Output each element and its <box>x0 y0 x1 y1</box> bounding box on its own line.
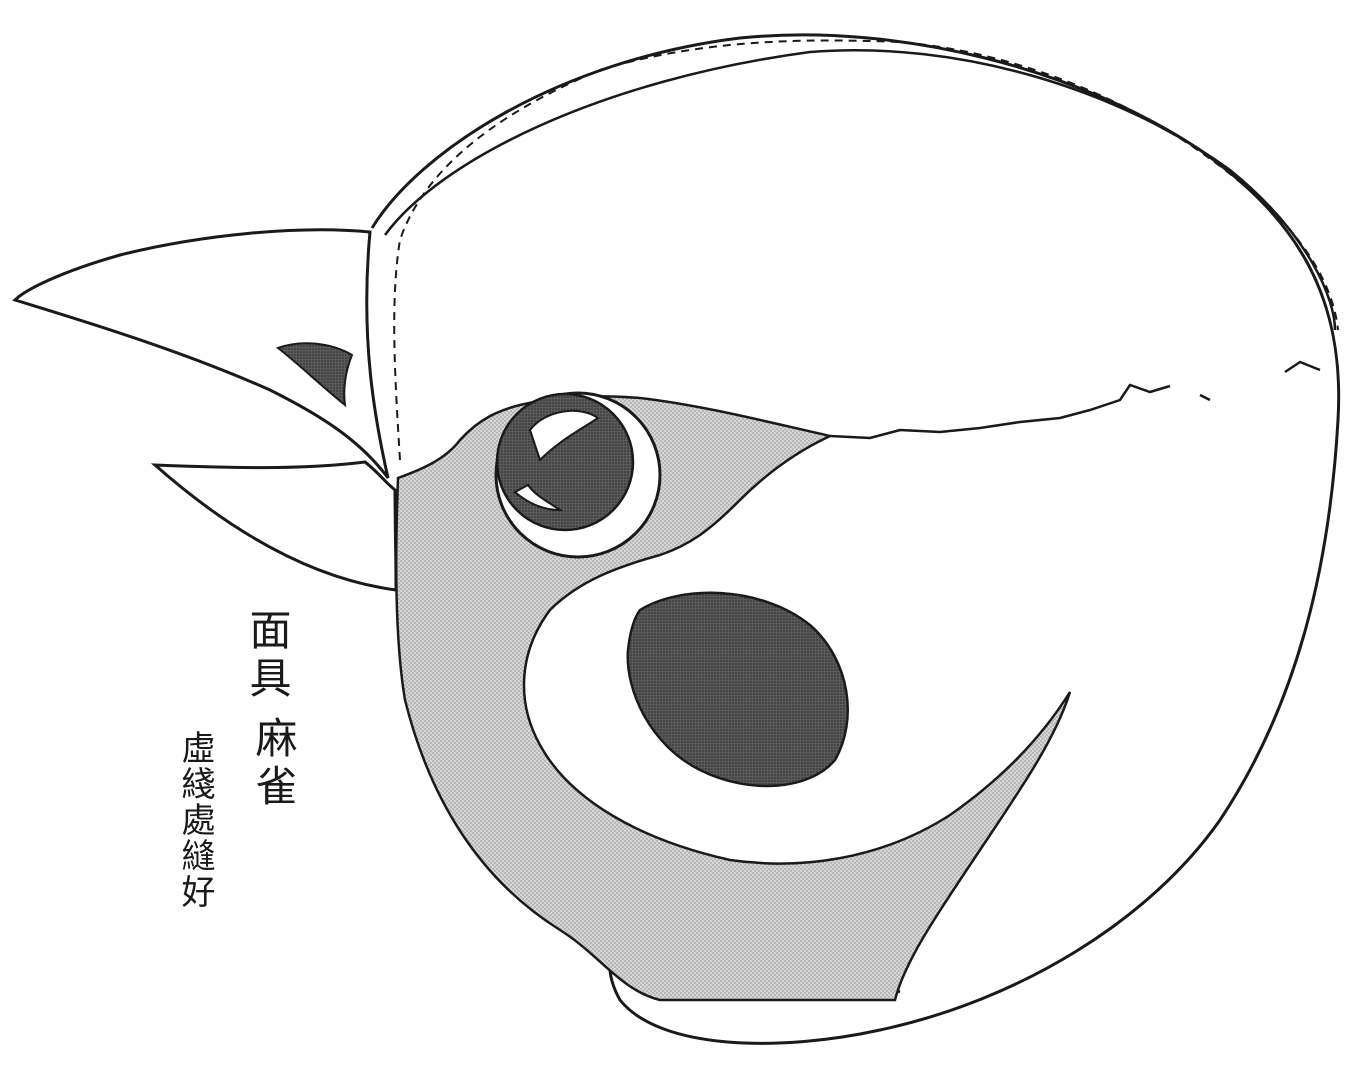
mask-title-label: 面具 <box>243 608 292 704</box>
dashed-seam-line <box>393 39 1339 461</box>
cheek-patch <box>626 591 849 788</box>
lower-beak <box>150 460 398 592</box>
eye-highlight-top <box>528 409 600 462</box>
head-outline <box>370 33 1341 1045</box>
instruction-note: 虛綫處縫好 <box>175 730 215 910</box>
upper-beak <box>12 228 390 479</box>
head-feather-edge <box>829 383 1171 440</box>
subject-label: 麻雀 <box>249 716 298 812</box>
nostril-mark <box>275 342 354 408</box>
head-feather-tail <box>1199 360 1321 402</box>
inner-flap-line <box>383 48 1337 331</box>
eye-highlight-bottom <box>513 483 564 512</box>
